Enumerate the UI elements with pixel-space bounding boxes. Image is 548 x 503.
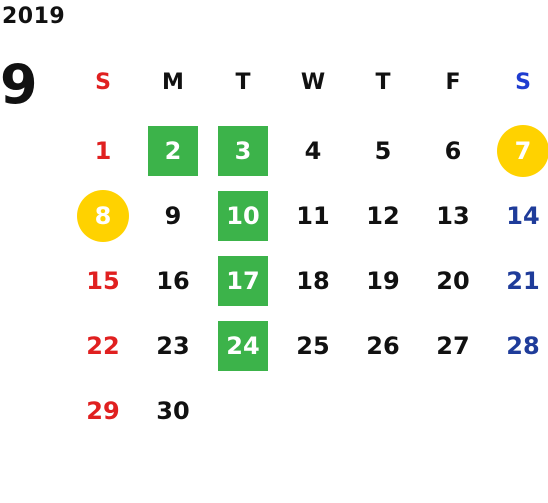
calendar-cell: 17 [208, 248, 278, 313]
calendar-cell: 1 [68, 118, 138, 183]
calendar-day[interactable]: 3 [218, 125, 268, 176]
calendar-cell [278, 378, 348, 443]
calendar-cell: 26 [348, 313, 418, 378]
calendar-cell: 25 [278, 313, 348, 378]
calendar-cell: 28 [488, 313, 548, 378]
weekday-tuesday: T [235, 69, 251, 95]
calendar-cell [488, 378, 548, 443]
calendar-cell: 23 [138, 313, 208, 378]
calendar-day[interactable]: 20 [436, 266, 470, 295]
calendar-cell: 11 [278, 183, 348, 248]
calendar-day[interactable]: 9 [164, 201, 182, 230]
calendar-cell: 9 [138, 183, 208, 248]
calendar-day[interactable]: 30 [156, 396, 190, 425]
calendar-day[interactable]: 7 [497, 124, 548, 177]
calendar-day[interactable]: 16 [156, 266, 190, 295]
calendar-day[interactable]: 22 [86, 331, 120, 360]
calendar-cell: 10 [208, 183, 278, 248]
calendar-day[interactable]: 5 [374, 136, 392, 165]
year-label: 2019 [2, 4, 66, 29]
calendar-day[interactable]: 27 [436, 331, 470, 360]
calendar-day[interactable]: 19 [366, 266, 400, 295]
calendar-cell: 16 [138, 248, 208, 313]
calendar-cell: 3 [208, 118, 278, 183]
calendar-cell: 2 [138, 118, 208, 183]
calendar-day[interactable]: 24 [218, 320, 268, 371]
calendar-day[interactable]: 29 [86, 396, 120, 425]
calendar-day[interactable]: 21 [506, 266, 540, 295]
calendar-cell: 13 [418, 183, 488, 248]
calendar-day[interactable]: 6 [444, 136, 462, 165]
calendar-day[interactable]: 13 [436, 201, 470, 230]
calendar-cell: 18 [278, 248, 348, 313]
calendar-day[interactable]: 28 [506, 331, 540, 360]
calendar-day[interactable]: 15 [86, 266, 120, 295]
calendar-cell: 20 [418, 248, 488, 313]
calendar-cell: 6 [418, 118, 488, 183]
calendar-cell: 19 [348, 248, 418, 313]
calendar-day[interactable]: 11 [296, 201, 330, 230]
calendar-cell: 12 [348, 183, 418, 248]
calendar-cell: 30 [138, 378, 208, 443]
calendar-cell: 27 [418, 313, 488, 378]
weekday-wednesday: W [300, 69, 326, 95]
calendar-day[interactable]: 17 [218, 255, 268, 306]
month-number: 9 [0, 53, 38, 116]
calendar-cell: 15 [68, 248, 138, 313]
weekday-monday: M [162, 69, 184, 95]
weekday-header-row: S M T W T F S [68, 62, 548, 102]
calendar-day[interactable]: 14 [506, 201, 540, 230]
calendar-day[interactable]: 10 [218, 190, 268, 241]
calendar-cell: 14 [488, 183, 548, 248]
calendar-day[interactable]: 25 [296, 331, 330, 360]
weekday-thursday: T [375, 69, 391, 95]
calendar-cell: 8 [68, 183, 138, 248]
calendar-day[interactable]: 1 [94, 136, 112, 165]
calendar-day[interactable]: 26 [366, 331, 400, 360]
calendar-cell: 22 [68, 313, 138, 378]
weekday-saturday: S [515, 69, 531, 95]
calendar-cell: 29 [68, 378, 138, 443]
calendar-cell: 24 [208, 313, 278, 378]
calendar-day[interactable]: 8 [77, 189, 129, 242]
weekday-sunday: S [95, 69, 111, 95]
calendar-day[interactable]: 18 [296, 266, 330, 295]
calendar-day[interactable]: 2 [148, 125, 198, 176]
calendar-cell: 7 [488, 118, 548, 183]
calendar-cell [418, 378, 488, 443]
calendar-cell: 5 [348, 118, 418, 183]
calendar-cell [208, 378, 278, 443]
weekday-friday: F [445, 69, 461, 95]
calendar-day[interactable]: 12 [366, 201, 400, 230]
calendar-day[interactable]: 23 [156, 331, 190, 360]
calendar-day[interactable]: 4 [304, 136, 322, 165]
calendar-cell: 21 [488, 248, 548, 313]
calendar-cell: 4 [278, 118, 348, 183]
calendar-cell [348, 378, 418, 443]
